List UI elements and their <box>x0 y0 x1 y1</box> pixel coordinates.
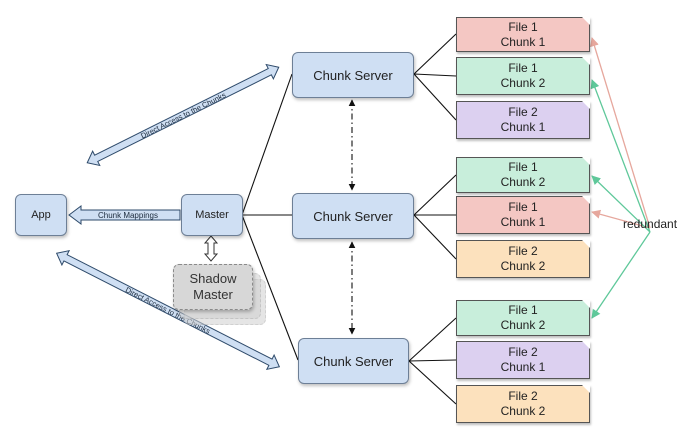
chunk-file-label: File 1 <box>508 19 538 34</box>
master-label: Master <box>195 209 229 221</box>
chunk-box: File 1 Chunk 2 <box>456 300 590 336</box>
chunk-mappings-arrow: Chunk Mappings <box>68 205 181 225</box>
shadow-master-label-line1: Shadow <box>189 271 237 286</box>
chunk-box: File 1 Chunk 1 <box>456 196 590 234</box>
app-label: App <box>31 209 51 221</box>
chunk-file-label: File 2 <box>508 389 538 403</box>
chunk-server-label: Chunk Server <box>313 353 394 369</box>
chunk-file-label: File 2 <box>508 244 538 258</box>
chunk-box: File 2 Chunk 1 <box>456 101 590 139</box>
shadow-master-node: Shadow Master <box>173 264 253 310</box>
chunk-file-label: File 2 <box>508 345 538 359</box>
chunk-number-label: Chunk 2 <box>500 76 546 90</box>
direct-access-arrow-top: Direct Access to the Chunks <box>86 63 280 167</box>
chunk-box: File 1 Chunk 2 <box>456 57 590 95</box>
master-node: Master <box>181 194 243 236</box>
chunk-server-label: Chunk Server <box>313 208 393 224</box>
chunk-number-label: Chunk 1 <box>500 360 546 374</box>
redundant-arrows <box>590 37 651 319</box>
app-node: App <box>15 194 67 236</box>
chunk-number-label: Chunk 2 <box>500 404 546 418</box>
redundant-label: redundant <box>623 217 678 231</box>
chunk-server-1: Chunk Server <box>292 52 414 98</box>
chunk-server-label: Chunk Server <box>313 67 393 83</box>
chunk-file-label: File 1 <box>508 61 538 75</box>
chunk-number-label: Chunk 1 <box>500 34 546 49</box>
chunk-server-3: Chunk Server <box>298 338 409 384</box>
master-shadow-arrow <box>203 235 219 262</box>
chunk-box: File 1 Chunk 1 <box>456 17 590 52</box>
direct-access-label: Direct Access to the Chunks <box>139 90 227 140</box>
chunk-mappings-label: Chunk Mappings <box>98 211 158 220</box>
chunk-file-label: File 2 <box>508 105 538 119</box>
chunk-number-label: Chunk 2 <box>500 259 546 273</box>
chunk-file-label: File 1 <box>508 160 538 174</box>
chunk-box: File 2 Chunk 1 <box>456 341 590 379</box>
chunk-box: File 2 Chunk 2 <box>456 240 590 278</box>
server-chunk-links <box>408 33 457 405</box>
chunk-number-label: Chunk 2 <box>500 318 546 332</box>
shadow-master-label-line2: Master <box>193 287 233 302</box>
chunk-file-label: File 1 <box>508 303 538 317</box>
chunk-number-label: Chunk 2 <box>500 175 546 189</box>
chunk-server-2: Chunk Server <box>292 193 414 239</box>
chunk-box: File 2 Chunk 2 <box>456 385 590 423</box>
chunk-number-label: Chunk 1 <box>500 215 546 229</box>
chunk-number-label: Chunk 1 <box>500 120 546 134</box>
chunk-file-label: File 1 <box>508 200 538 214</box>
chunk-box: File 1 Chunk 2 <box>456 157 590 193</box>
master-server-links <box>241 73 299 361</box>
